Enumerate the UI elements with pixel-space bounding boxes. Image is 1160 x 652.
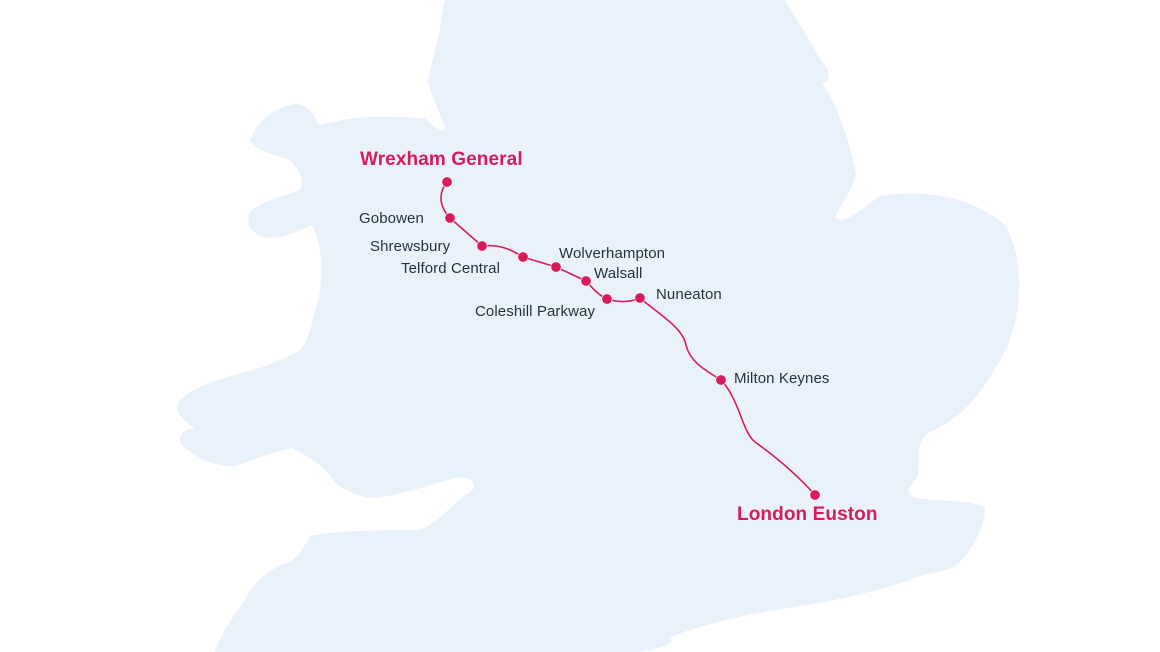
station-label-nuneaton: Nuneaton: [656, 286, 722, 303]
station-label-coleshill-parkway: Coleshill Parkway: [475, 303, 596, 320]
station-label-walsall: Walsall: [594, 265, 643, 282]
station-label-wrexham-general: Wrexham General: [360, 149, 523, 170]
station-label-shrewsbury: Shrewsbury: [370, 238, 451, 255]
station-dot-walsall[interactable]: [580, 275, 592, 287]
station-dot-nuneaton[interactable]: [634, 292, 646, 304]
station-dot-wrexham-general[interactable]: [441, 176, 453, 188]
station-dot-milton-keynes[interactable]: [715, 374, 727, 386]
station-dot-wolverhampton[interactable]: [550, 261, 562, 273]
route-layer: [440, 176, 821, 501]
station-label-milton-keynes: Milton Keynes: [734, 370, 830, 387]
island: [612, 634, 672, 652]
station-label-london-euston: London Euston: [737, 504, 878, 525]
land-mass: [177, 0, 1020, 652]
station-label-gobowen: Gobowen: [359, 210, 424, 227]
station-dot-coleshill-parkway[interactable]: [601, 293, 613, 305]
station-dot-gobowen[interactable]: [444, 212, 456, 224]
station-label-wolverhampton: Wolverhampton: [559, 245, 666, 262]
station-dot-telford-central[interactable]: [517, 251, 529, 263]
station-label-telford-central: Telford Central: [401, 260, 501, 277]
station-dot-shrewsbury[interactable]: [476, 240, 488, 252]
station-dot-london-euston[interactable]: [809, 489, 821, 501]
